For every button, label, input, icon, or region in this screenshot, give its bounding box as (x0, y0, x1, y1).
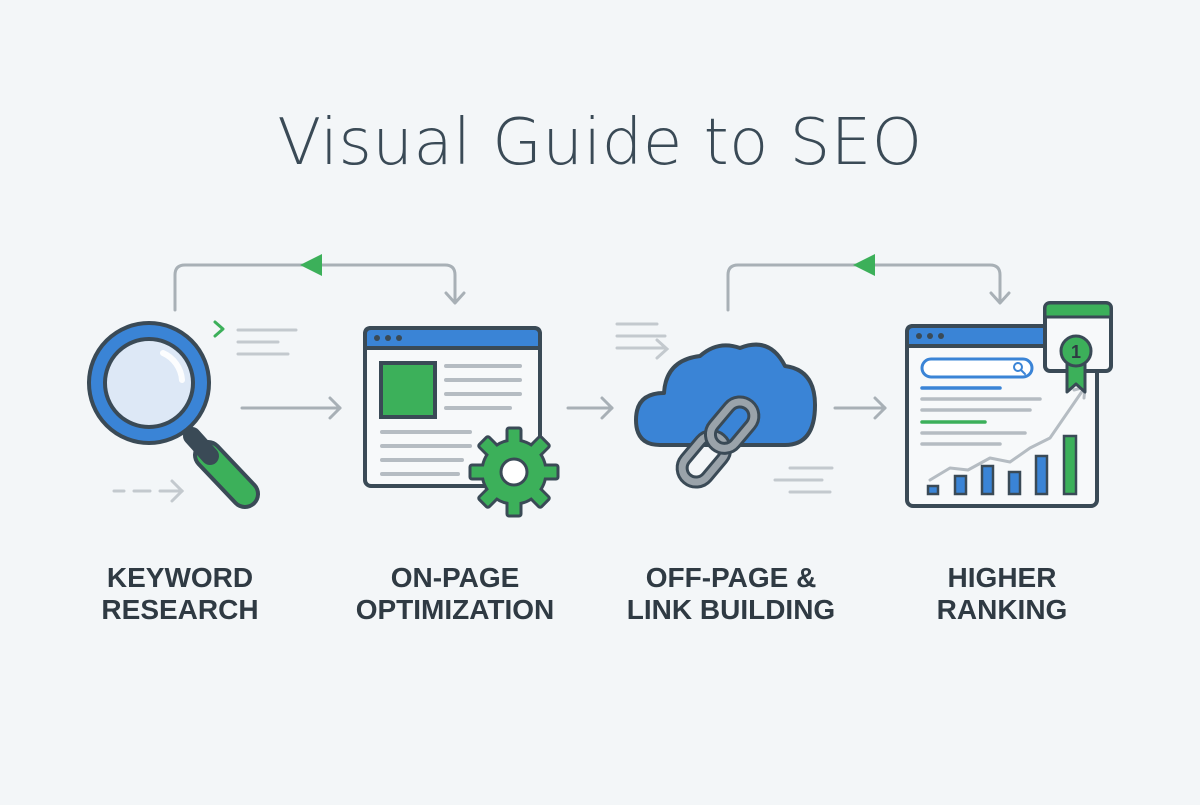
ranking-chart-icon: 1 (905, 301, 1113, 508)
label-line: OFF-PAGE & (645, 562, 817, 593)
label-line: LINK BUILDING (626, 594, 836, 625)
magnifying-glass-icon (87, 321, 260, 509)
label-line: RANKING (936, 594, 1068, 625)
label-line: OPTIMIZATION (355, 594, 555, 625)
label-line: ON-PAGE (390, 562, 520, 593)
search-bar (920, 357, 1034, 379)
green-arrowhead-left (300, 254, 322, 276)
webpage-gear-icon (363, 326, 560, 518)
connector-arrow (566, 396, 614, 420)
label-line: KEYWORD (106, 562, 254, 593)
label-line: RESEARCH (101, 594, 259, 625)
step-label-on-page: ON-PAGE OPTIMIZATION (325, 562, 585, 626)
step-label-keyword-research: KEYWORD RESEARCH (50, 562, 310, 626)
step-label-off-page: OFF-PAGE & LINK BUILDING (601, 562, 861, 626)
connector-arrow (240, 396, 342, 420)
chevron-right-icon (213, 320, 225, 338)
cloud-link-icon (634, 342, 817, 489)
motion-lines (112, 322, 834, 503)
bar-chart (926, 434, 1078, 496)
label-line: HIGHER (947, 562, 1057, 593)
badge-number: 1 (1071, 342, 1081, 362)
award-badge-icon: 1 (1043, 301, 1113, 394)
green-arrowhead-left (853, 254, 875, 276)
step-label-higher-ranking: HIGHER RANKING (872, 562, 1132, 626)
connector-arrow (833, 396, 887, 420)
page-title: Visual Guide to SEO (277, 106, 923, 180)
